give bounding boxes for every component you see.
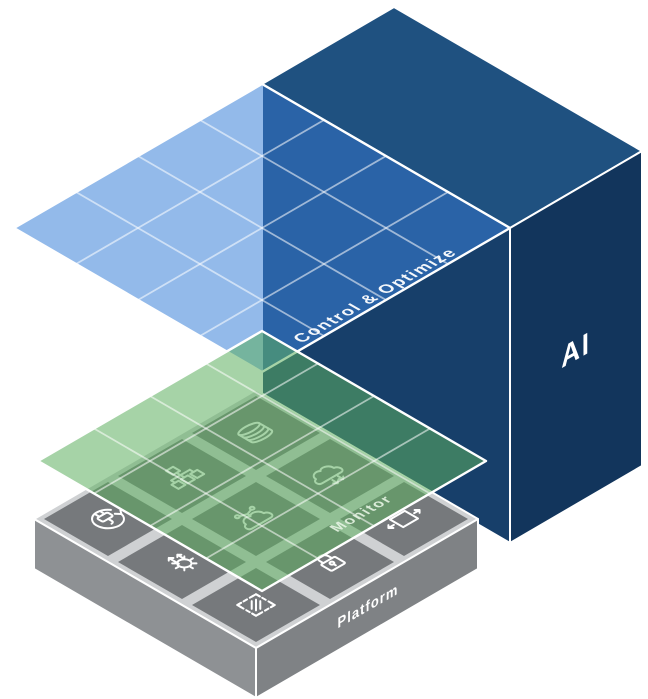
ai-block-right-face [509, 150, 643, 544]
gear-arrows-icon [163, 551, 201, 573]
grid-line [205, 362, 431, 495]
platform-right-side [255, 518, 479, 699]
selection-frame-icon [237, 594, 274, 616]
grid-line [149, 395, 375, 527]
platform-tile [192, 568, 320, 642]
control-optimize-grid [75, 119, 449, 337]
grid-line [199, 119, 449, 265]
layer-monitor: Monitor [36, 329, 488, 593]
monitor-grid [93, 362, 431, 560]
grid-line [137, 155, 387, 301]
screen-resize-icon [382, 506, 426, 532]
plug-power-icon [85, 504, 133, 532]
grid-line [75, 191, 325, 337]
grid-line [93, 427, 319, 560]
